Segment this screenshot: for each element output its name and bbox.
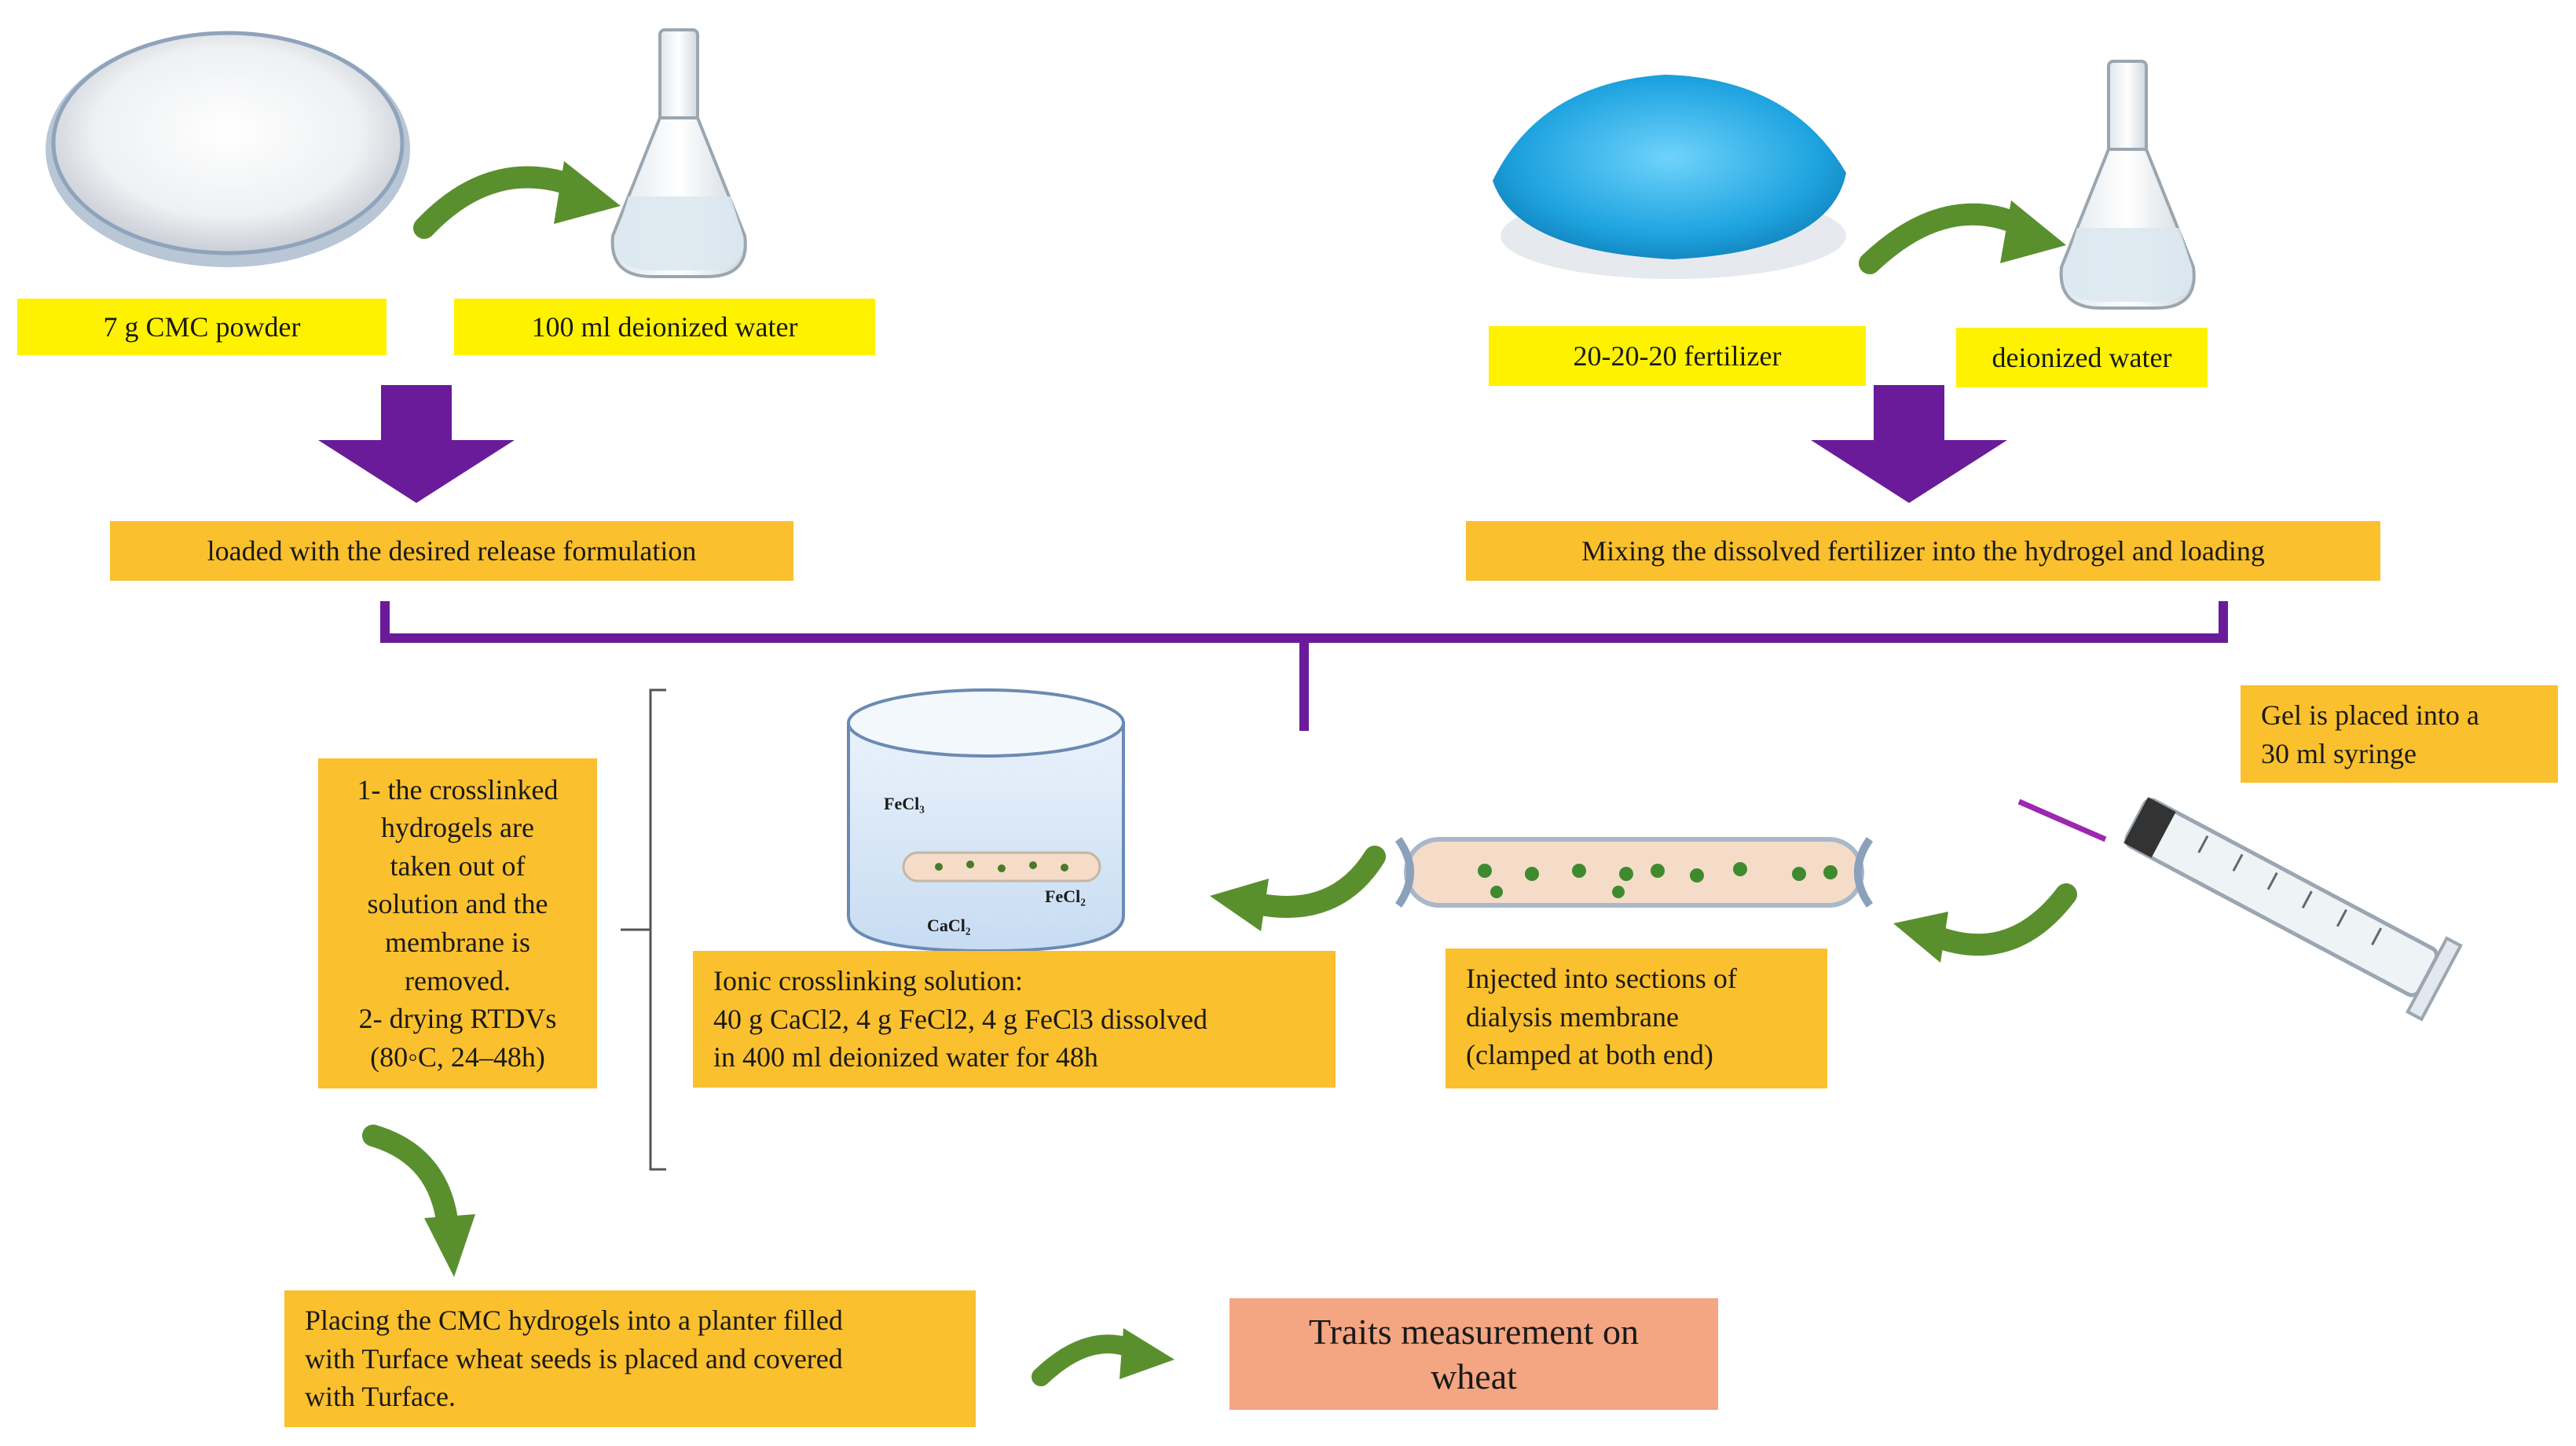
removal-drying-step: 1- the crosslinked hydrogels are taken o… [318,758,597,1088]
loaded-formulation-step: loaded with the desired release formulat… [110,521,793,581]
deionized-water-label: deionized water [1956,328,2208,387]
syringe-step: Gel is placed into a 30 ml syringe [2241,685,2558,783]
cmc-powder-dish-icon [46,31,410,267]
down-arrow-icon [1811,385,2007,503]
dialysis-membrane-icon [1394,837,1874,908]
down-arrow-icon [318,385,515,503]
cmc-powder-label: 7 g CMC powder [17,299,387,355]
traits-measurement-step: Traits measurement on wheat [1229,1298,1718,1410]
green-arrow-icon [1031,1328,1174,1386]
green-arrow-icon [1859,200,2066,274]
merge-bracket [380,601,2228,731]
water-100ml-label: 100 ml deionized water [454,299,875,355]
fertilizer-label: 20-20-20 fertilizer [1489,326,1866,386]
syringe-icon [2017,797,2463,1022]
green-arrow-icon [362,1125,475,1277]
green-arrow-icon [1210,846,1386,931]
dialysis-step: Injected into sections of dialysis membr… [1446,949,1827,1088]
crosslinking-step: Ionic crosslinking solution: 40 g CaCl2,… [693,951,1336,1088]
mixing-step: Mixing the dissolved fertilizer into the… [1466,521,2380,581]
green-arrow-icon [1893,883,2077,963]
planter-step: Placing the CMC hydrogels into a planter… [284,1290,976,1427]
flask-icon [2059,60,2196,310]
beaker-label-fecl3: FeCl₃ [884,794,925,813]
green-arrow-icon [413,161,621,239]
fertilizer-pile-icon [1493,75,1846,279]
flask-icon [610,28,747,278]
beaker-label-fecl2: FeCl₂ [1045,886,1086,906]
crosslinking-beaker-icon [847,688,1125,953]
grouping-bracket [621,688,666,1171]
beaker-label-cacl2: CaCl₂ [927,916,971,935]
